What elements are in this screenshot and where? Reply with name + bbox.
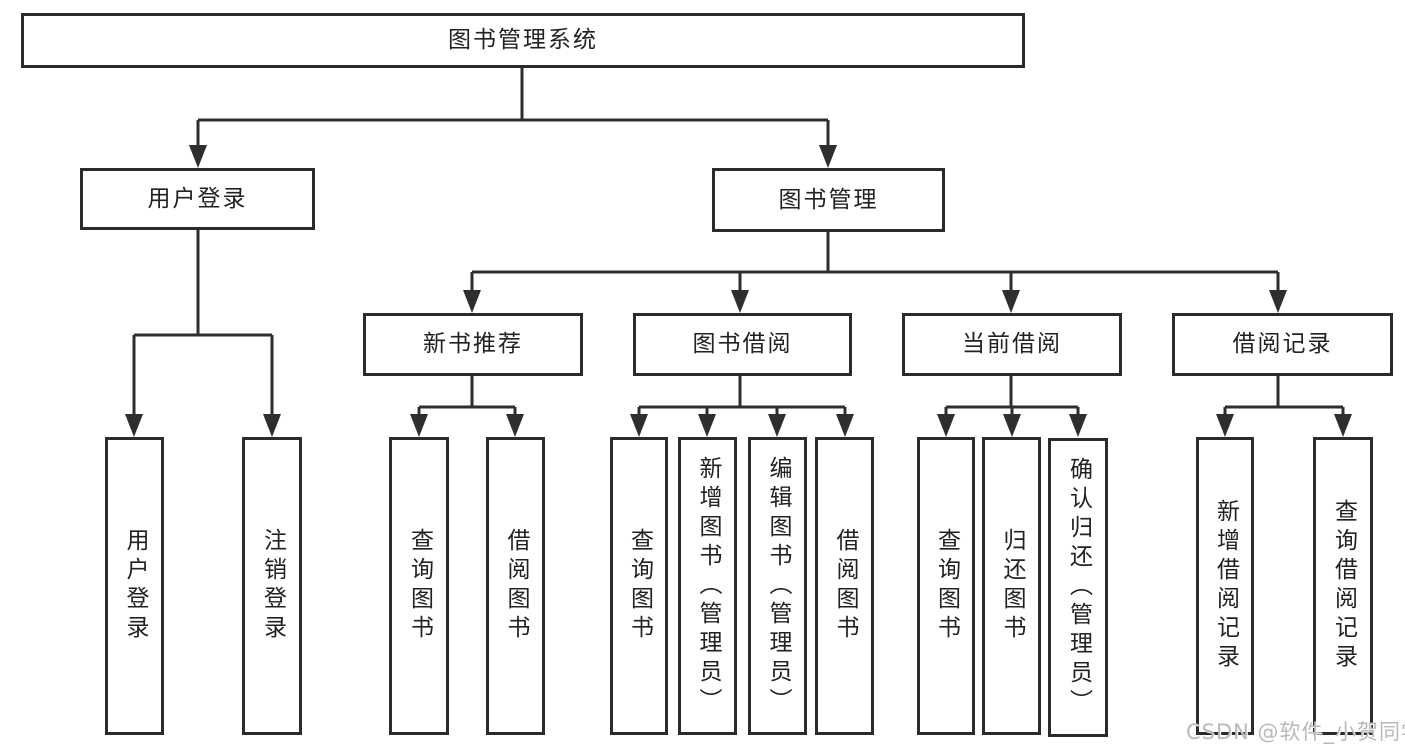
node-book-mgmt: 图书管理 bbox=[712, 168, 945, 232]
leaf-bb-edit-book: 编辑图书（管理员） bbox=[748, 437, 807, 735]
leaf-cb-confirm-return: 确认归还（管理员） bbox=[1048, 438, 1108, 737]
leaf-bb-query-book: 查询图书 bbox=[610, 437, 668, 735]
node-book-borrow: 图书借阅 bbox=[633, 313, 852, 376]
node-user-login: 用户登录 bbox=[80, 168, 315, 230]
node-root: 图书管理系统 bbox=[21, 13, 1025, 68]
leaf-user-login: 用户登录 bbox=[105, 437, 164, 735]
leaf-nb-query-book: 查询图书 bbox=[389, 437, 449, 735]
leaf-bb-add-book: 新增图书（管理员） bbox=[678, 437, 737, 735]
node-current-borrow: 当前借阅 bbox=[902, 313, 1122, 376]
node-borrow-record: 借阅记录 bbox=[1172, 313, 1393, 376]
node-new-book-rec: 新书推荐 bbox=[363, 313, 583, 376]
leaf-cb-return-book: 归还图书 bbox=[982, 437, 1041, 735]
leaf-br-query-record: 查询借阅记录 bbox=[1313, 437, 1373, 735]
arrowheads bbox=[125, 145, 1352, 437]
csdn-watermark: CSDN @软件_小贺同学 bbox=[1186, 720, 1405, 744]
leaf-cb-query-book: 查询图书 bbox=[917, 437, 975, 735]
leaf-bb-borrow-book: 借阅图书 bbox=[815, 437, 874, 735]
leaf-br-add-record: 新增借阅记录 bbox=[1196, 437, 1254, 735]
leaf-logout: 注销登录 bbox=[242, 437, 302, 735]
leaf-nb-borrow-book: 借阅图书 bbox=[486, 437, 545, 735]
